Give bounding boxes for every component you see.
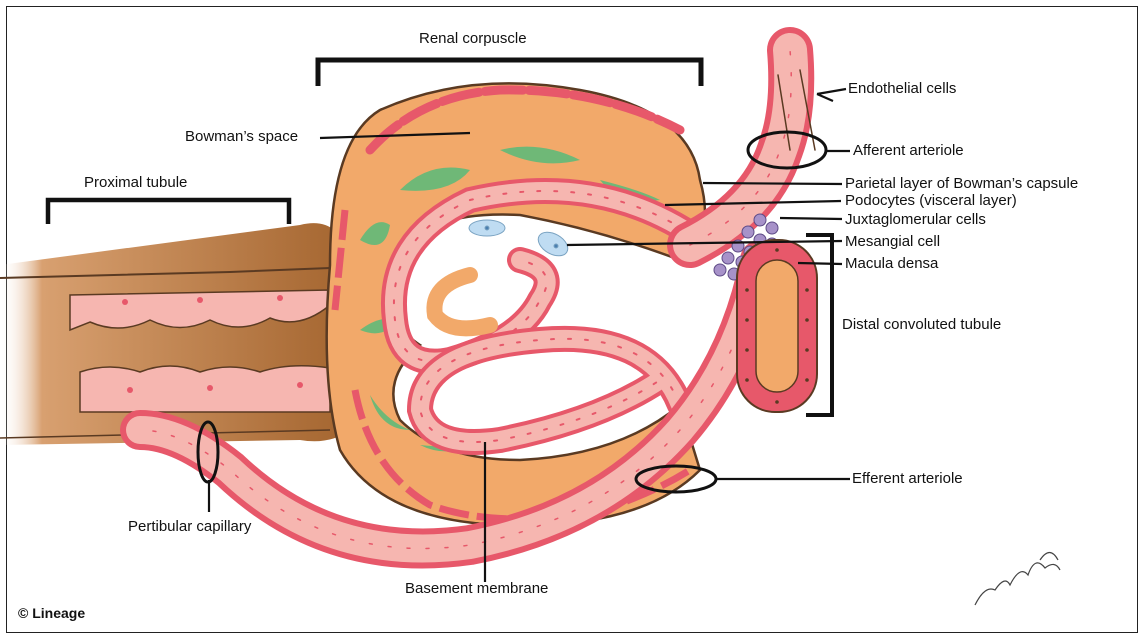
copyright-credit: © Lineage [18, 604, 85, 622]
label-peritubular-capillary: Pertibular capillary [128, 518, 251, 536]
label-parietal-layer: Parietal layer of Bowman’s capsule [845, 175, 1078, 193]
afferent-arteriole-drawing [690, 50, 815, 245]
label-juxtaglomerular-cells: Juxtaglomerular cells [845, 211, 986, 229]
label-podocytes: Podocytes (visceral layer) [845, 192, 1017, 210]
artist-signature [975, 553, 1060, 606]
distal-tubule-drawing [737, 240, 817, 412]
label-distal-convoluted-tubule: Distal convoluted tubule [842, 316, 1001, 334]
label-proximal-tubule: Proximal tubule [84, 174, 187, 192]
proximal-tubule-drawing [0, 223, 350, 445]
label-mesangial-cell: Mesangial cell [845, 233, 940, 251]
label-bowmans-space: Bowman’s space [185, 128, 298, 146]
label-afferent-arteriole: Afferent arteriole [853, 142, 964, 160]
label-macula-densa: Macula densa [845, 255, 938, 273]
label-renal-corpuscle: Renal corpuscle [419, 30, 527, 48]
proximal-tubule-bracket [48, 200, 289, 224]
label-endothelial-cells: Endothelial cells [848, 80, 956, 98]
label-basement-membrane: Basement membrane [405, 580, 548, 598]
label-efferent-arteriole: Efferent arteriole [852, 470, 963, 488]
